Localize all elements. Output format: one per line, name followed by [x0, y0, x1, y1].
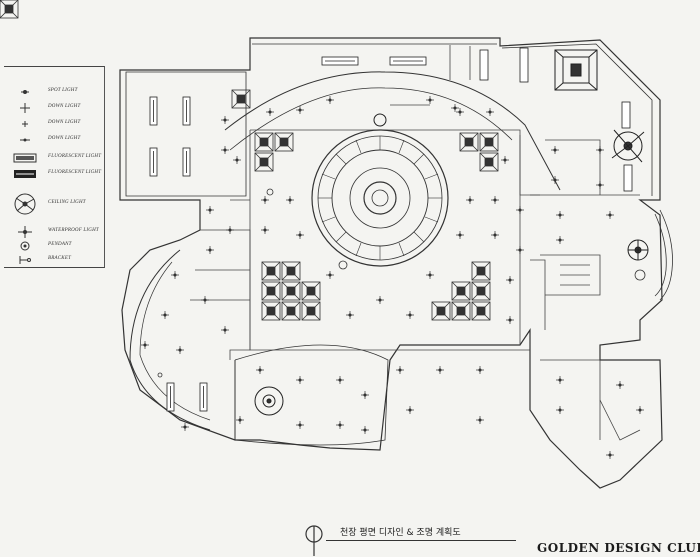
waterproof-light-icon: [18, 226, 32, 238]
fluorescent-light-icon: [13, 153, 37, 163]
down-light-icon: [20, 103, 30, 113]
legend-label: DOWN LIGHT: [48, 120, 81, 125]
legend-item-fluorescent-double: FLUORESCENT LIGHT: [4, 167, 104, 181]
legend-item-fluorescent: FLUORESCENT LIGHT: [4, 151, 104, 165]
outer-wall-outline: [119, 37, 663, 489]
ceiling-fan-light-icon: [14, 193, 36, 215]
legend-item-bracket: BRACKET: [4, 253, 104, 267]
drawing-title-symbol-icon: [305, 525, 323, 556]
legend-label: FLUORESCENT LIGHT: [48, 170, 102, 175]
legend-label: DOWN LIGHT: [48, 136, 81, 141]
down-light-alt-icon: [20, 138, 30, 142]
ceiling-fan-light: [254, 113, 649, 416]
central-arc-wall: [224, 71, 561, 191]
legend-item-spot-light: SPOT LIGHT: [4, 85, 104, 99]
lighting-legend: SPOT LIGHT DOWN LIGHT DOWN LIGHT DOWN LI…: [4, 66, 105, 268]
title-underline: [326, 540, 516, 541]
bracket-icon: [19, 256, 31, 264]
legend-label: CEILING LIGHT: [48, 200, 86, 205]
down-light-small-icon: [22, 121, 28, 127]
drawing-title: 천장 평면 디자인 & 조명 계획도: [340, 528, 461, 538]
spot-lights: [0, 0, 4, 4]
legend-label: PENDANT: [48, 242, 72, 247]
legend-item-down-light-small: DOWN LIGHT: [4, 117, 104, 131]
legend-label: FLUORESCENT LIGHT: [48, 154, 102, 159]
legend-item-pendant: PENDANT: [4, 239, 104, 253]
legend-item-waterproof: WATERPROOF LIGHT: [4, 225, 104, 239]
pyramid-ceiling-panels: [0, 0, 19, 19]
fluorescent-light-double-icon: [14, 170, 36, 178]
spot-light-icon: [21, 90, 29, 94]
legend-item-down-light-alt: DOWN LIGHT: [4, 133, 104, 147]
lower-left-arc-wall: [129, 249, 211, 431]
drawing-title-block: 천장 평면 디자인 & 조명 계획도: [300, 514, 550, 556]
legend-item-down-light: DOWN LIGHT: [4, 101, 104, 115]
pendant-icon: [20, 241, 30, 251]
fluorescent-fixtures: [149, 47, 633, 412]
legend-label: DOWN LIGHT: [48, 104, 81, 109]
legend-label: BRACKET: [48, 256, 72, 261]
square-ceiling-feature: [554, 49, 598, 91]
legend-item-ceiling-light: CEILING LIGHT: [4, 193, 104, 215]
legend-label: WATERPROOF LIGHT: [48, 228, 99, 233]
brand-name: GOLDEN DESIGN CLUB: [537, 541, 700, 555]
legend-label: SPOT LIGHT: [48, 88, 78, 93]
central-dome: [311, 129, 449, 267]
